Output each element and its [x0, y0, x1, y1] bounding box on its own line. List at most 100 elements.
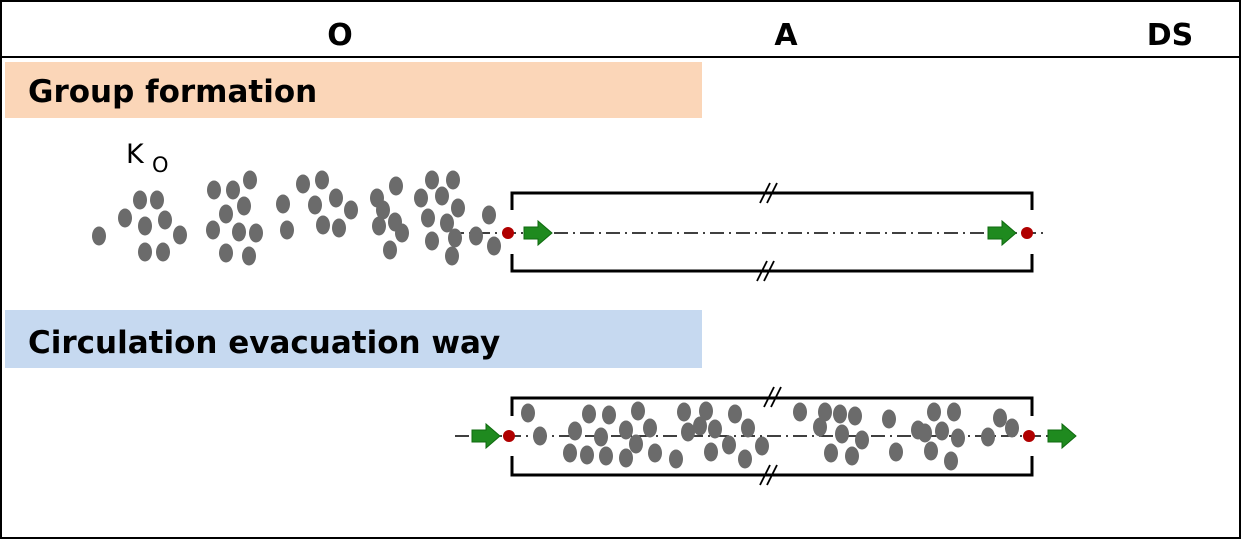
circulation-person-dot — [818, 402, 832, 422]
group-formation-title: Group formation — [28, 74, 317, 110]
group-formation-person-dot — [344, 200, 358, 220]
circulation-person-dot — [677, 402, 691, 422]
group-formation-person-dot — [435, 186, 449, 206]
group-formation-person-dot — [133, 190, 147, 210]
circulation-person-dot — [889, 442, 903, 462]
circulation-person-dot — [619, 420, 633, 440]
group-formation-person-dot — [440, 213, 454, 233]
bottom-break-mark-lower — [759, 464, 778, 486]
circulation-person-dot — [835, 424, 849, 444]
circulation-person-dot — [927, 402, 941, 422]
group-formation-person-dot — [207, 180, 221, 200]
circulation-person-dot — [533, 426, 547, 446]
bottom-break-mark-upper — [763, 386, 782, 408]
circulation-person-dot — [935, 421, 949, 441]
group-formation-person-dot — [173, 225, 187, 245]
circulation-person-dot — [833, 404, 847, 424]
group-formation-person-dot — [156, 242, 170, 262]
circulation-person-dot — [755, 436, 769, 456]
circulation-person-dot — [629, 434, 643, 454]
circulation-person-dot — [582, 404, 596, 424]
circulation-person-dot — [669, 449, 683, 469]
circulation-person-dot — [944, 451, 958, 471]
group-formation-person-dot — [138, 242, 152, 262]
column-ds-label: DS — [1147, 18, 1194, 53]
crowd-label: K — [126, 139, 145, 170]
circulation-title: Circulation evacuation way — [28, 325, 500, 361]
group-formation-person-dot — [469, 226, 483, 246]
circulation-person-dot — [981, 427, 995, 447]
top-exit-node — [1021, 227, 1033, 239]
group-formation-person-dot — [243, 170, 257, 190]
column-o-label: O — [327, 18, 353, 53]
group-formation-person-dot — [249, 223, 263, 243]
group-formation-person-dot — [482, 205, 496, 225]
group-formation-person-dot — [206, 220, 220, 240]
group-formation-person-dot — [276, 194, 290, 214]
top-entry-arrow-icon — [523, 219, 553, 247]
group-formation-person-dot — [118, 208, 132, 228]
group-formation-person-dot — [446, 170, 460, 190]
circulation-person-dot — [738, 449, 752, 469]
group-formation-person-dot — [138, 216, 152, 236]
group-formation-person-dot — [376, 200, 390, 220]
group-formation-person-dot — [421, 208, 435, 228]
top-break-mark-upper — [759, 182, 778, 204]
group-formation-person-dot — [92, 226, 106, 246]
group-formation-person-dot — [389, 176, 403, 196]
bottom-exit-arrow-icon — [1047, 422, 1077, 450]
group-formation-person-dot — [308, 195, 322, 215]
circulation-person-dot — [631, 401, 645, 421]
group-formation-person-dot — [296, 174, 310, 194]
circulation-person-dot — [704, 442, 718, 462]
group-formation-person-dot — [226, 180, 240, 200]
circulation-person-dot — [699, 401, 713, 421]
group-formation-person-dot — [242, 246, 256, 266]
circulation-person-dot — [568, 421, 582, 441]
group-formation-person-dot — [451, 198, 465, 218]
circulation-person-dot — [599, 446, 613, 466]
circulation-person-dot — [708, 419, 722, 439]
group-formation-band — [5, 62, 702, 118]
group-formation-person-dot — [219, 243, 233, 263]
circulation-person-dot — [681, 422, 695, 442]
group-formation-person-dot — [315, 170, 329, 190]
top-entry-node — [502, 227, 514, 239]
group-formation-person-dot — [448, 228, 462, 248]
circulation-person-dot — [728, 404, 742, 424]
bottom-corridor-upper-wall — [510, 396, 1034, 416]
group-formation-person-dot — [395, 223, 409, 243]
circulation-person-dot — [521, 403, 535, 423]
group-formation-person-dot — [237, 196, 251, 216]
circulation-person-dot — [918, 423, 932, 443]
circulation-person-dot — [594, 427, 608, 447]
circulation-person-dot — [722, 435, 736, 455]
circulation-person-dot — [855, 430, 869, 450]
circulation-person-dot — [1005, 418, 1019, 438]
bottom-corridor — [455, 386, 1077, 486]
group-formation-person-dot — [332, 218, 346, 238]
group-formation-person-dot — [232, 222, 246, 242]
circulation-person-dot — [824, 443, 838, 463]
group-formation-person-dot — [445, 246, 459, 266]
group-formation-person-dot — [487, 236, 501, 256]
circulation-person-dot — [619, 448, 633, 468]
circulation-person-dot — [643, 418, 657, 438]
bottom-exit-node — [1023, 430, 1035, 442]
circulation-person-dot — [993, 408, 1007, 428]
circulation-person-dot — [580, 445, 594, 465]
bottom-entry-node — [503, 430, 515, 442]
circulation-person-dot — [848, 406, 862, 426]
group-formation-person-dot — [414, 188, 428, 208]
circulation-person-dot — [845, 446, 859, 466]
column-a-label: A — [774, 18, 798, 53]
group-formation-person-dot — [158, 210, 172, 230]
bottom-entry-arrow-icon — [471, 422, 501, 450]
group-formation-person-dot — [372, 216, 386, 236]
top-corridor — [450, 182, 1044, 282]
circulation-person-dot — [924, 441, 938, 461]
group-formation-crowd — [92, 170, 501, 266]
